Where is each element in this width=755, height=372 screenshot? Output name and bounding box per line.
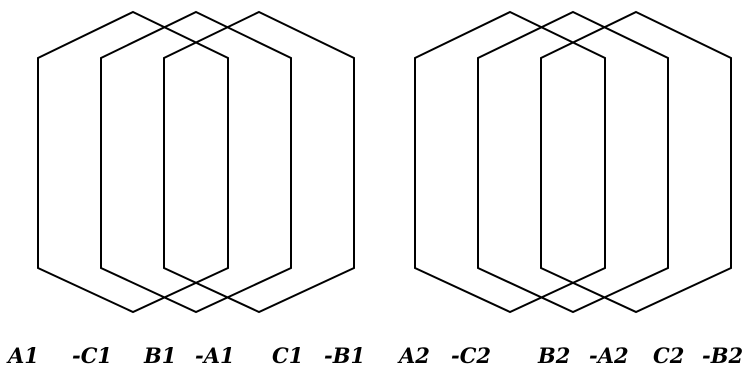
label-minus-a2: -A2 xyxy=(589,343,629,368)
label-minus-b1: -B1 xyxy=(324,343,365,368)
label-b2: B2 xyxy=(537,343,570,368)
label-minus-a1: -A1 xyxy=(195,343,235,368)
label-c1: C1 xyxy=(272,343,303,368)
coil-c1 xyxy=(163,10,355,314)
terminal-labels: A1 -C1 B1 -A1 C1 -B1 A2 -C2 B2 -A2 C2 -B… xyxy=(6,343,743,368)
coil-c2 xyxy=(540,10,732,314)
label-minus-b2: -B2 xyxy=(702,343,743,368)
label-c2: C2 xyxy=(653,343,684,368)
label-b1: B1 xyxy=(143,343,176,368)
coil-a2 xyxy=(414,10,606,314)
coil-b1 xyxy=(100,10,292,314)
label-a1: A1 xyxy=(6,343,39,368)
coil-b2 xyxy=(477,10,669,314)
label-minus-c1: -C1 xyxy=(72,343,112,368)
label-a2: A2 xyxy=(397,343,430,368)
coil-a1 xyxy=(37,10,229,314)
label-minus-c2: -C2 xyxy=(451,343,491,368)
